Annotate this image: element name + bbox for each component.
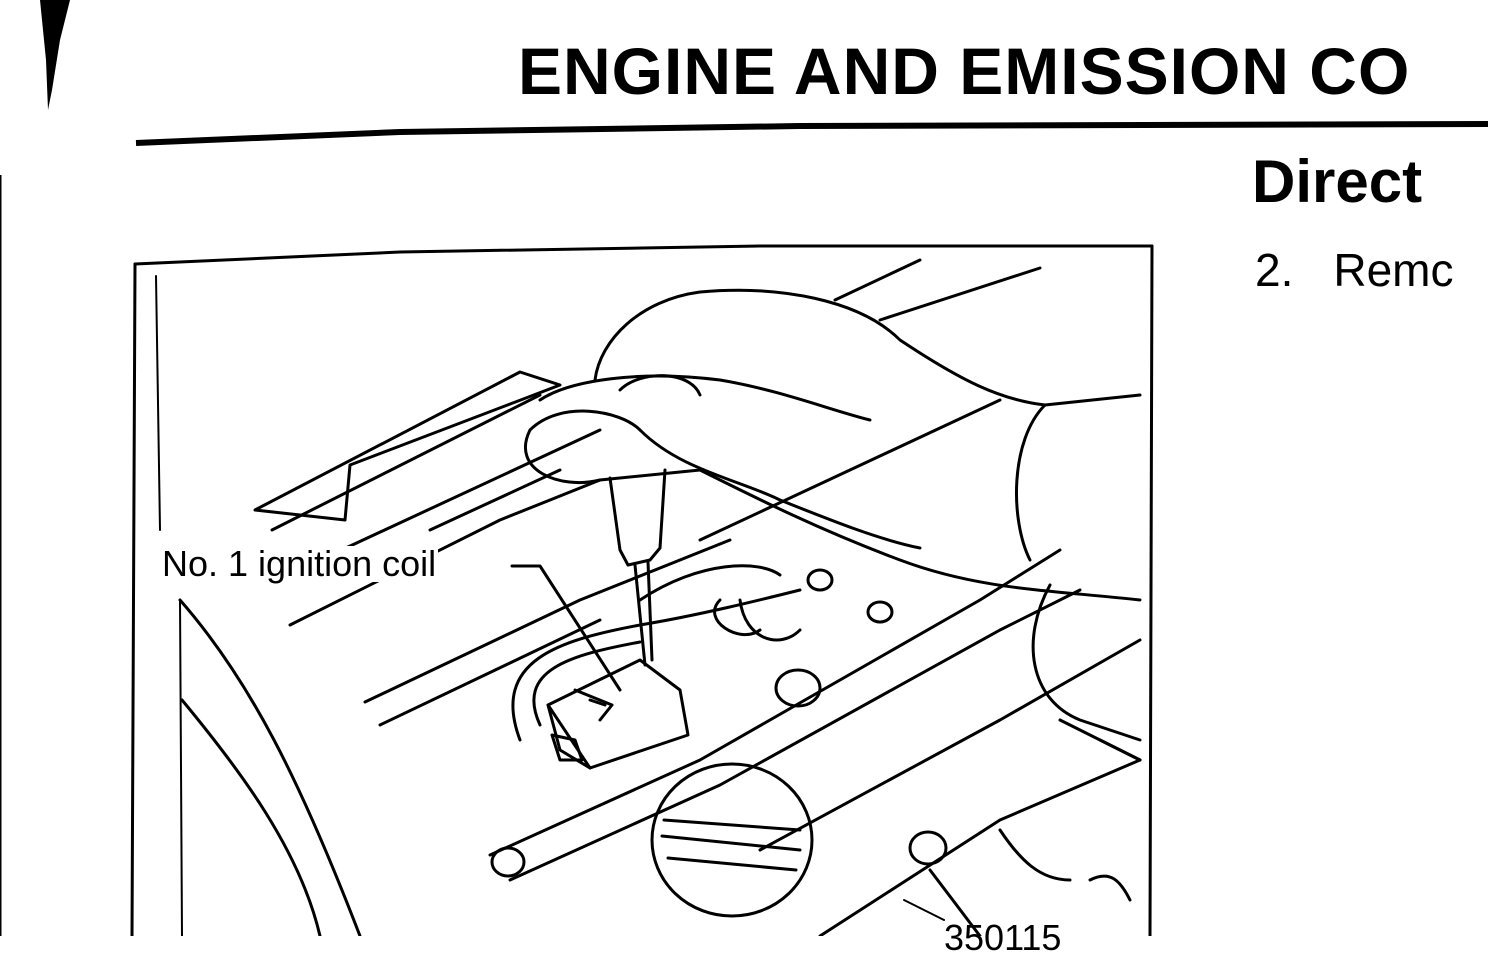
scan-mark-top-left <box>40 0 70 110</box>
figure-illustration <box>130 244 1154 936</box>
header-rule <box>135 121 1488 146</box>
step-text: Remc <box>1333 244 1454 296</box>
ignition-coil-callout: No. 1 ignition coil <box>160 543 439 584</box>
step-number: 2. <box>1255 244 1294 296</box>
figure-frame-top <box>133 244 1154 266</box>
figure-code: 350115 <box>944 917 1062 958</box>
page-artwork <box>0 0 1488 936</box>
section-heading: Direct <box>1252 148 1423 215</box>
page-title: ENGINE AND EMISSION CO <box>518 34 1411 108</box>
procedure-step: 2. Remc <box>1255 247 1454 293</box>
figure-frame-left <box>130 262 137 936</box>
figure-frame-right <box>1148 244 1154 936</box>
callout-leader-line <box>510 564 622 692</box>
